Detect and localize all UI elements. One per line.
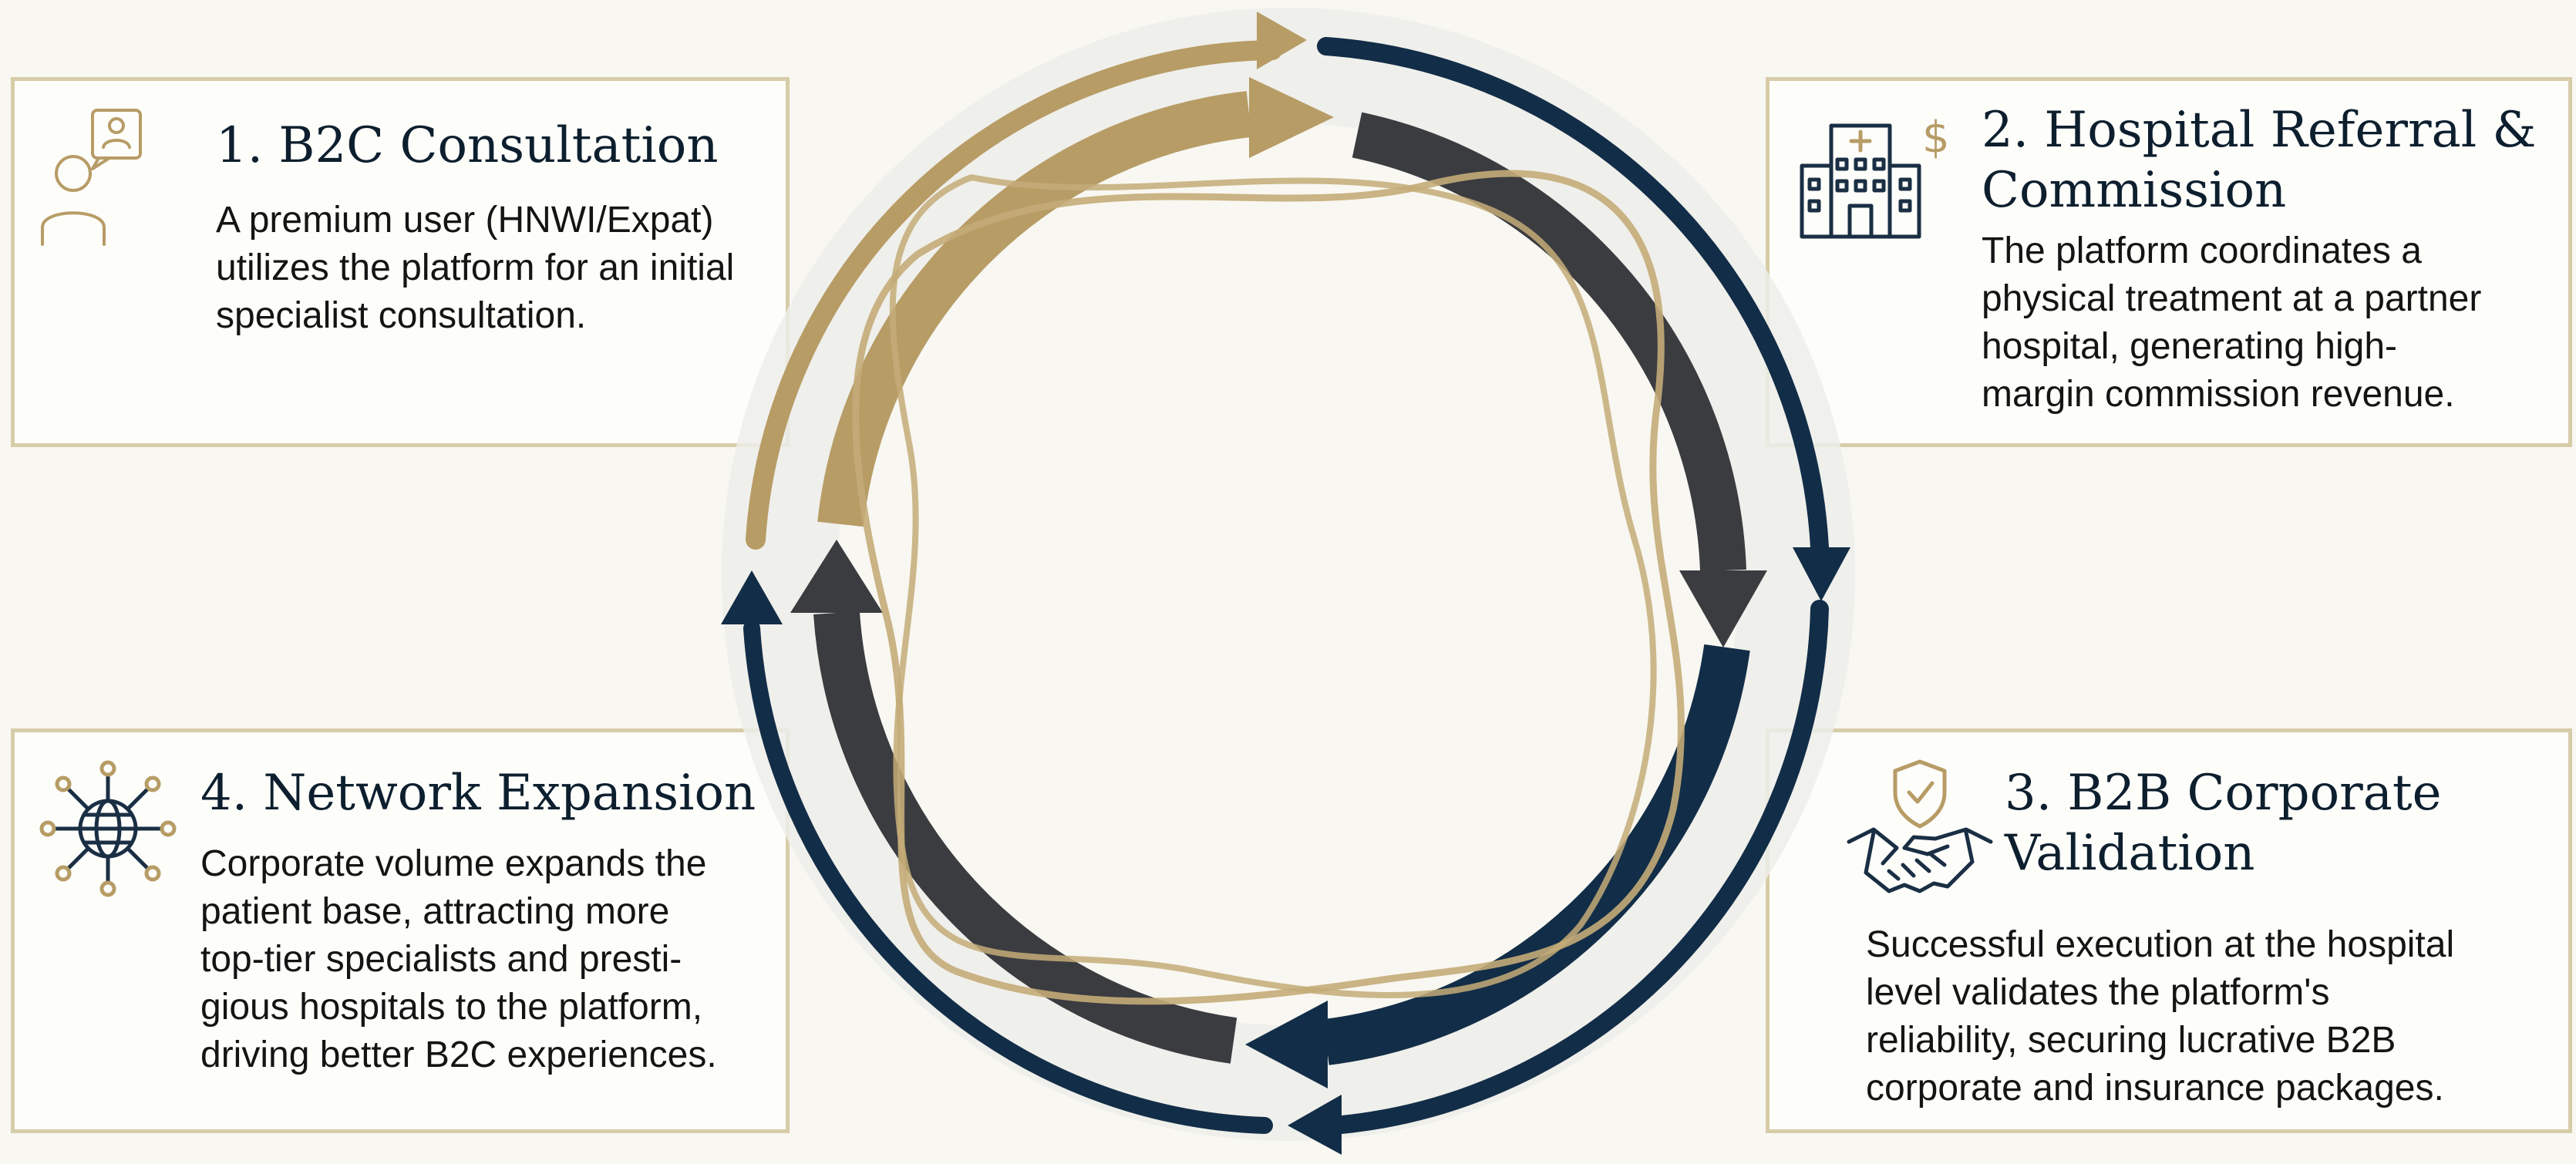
woven-thread-a: [852, 170, 1685, 1005]
outer-gold-arrowhead: [1257, 12, 1307, 69]
step-3-panel: [1766, 728, 2572, 1133]
svg-text:$: $: [1922, 113, 1947, 163]
step-4-title: 4. Network Expansion: [200, 765, 756, 822]
inner-navy-arc-bottom: [1323, 644, 1750, 1065]
outer-navy-arrowhead-left: [721, 570, 783, 624]
outer-navy-arrowhead-bottom: [1288, 1095, 1342, 1155]
inner-charcoal-arrowhead-right: [1679, 570, 1767, 648]
inner-charcoal-arrowhead-left: [790, 540, 883, 613]
step-4-description: Corporate volume expands the patient bas…: [200, 843, 717, 1075]
outer-navy-arrowhead-right: [1793, 547, 1850, 601]
handshake-shield-icon: [1843, 755, 1997, 898]
step-1-title: 1. B2C Consultation: [216, 117, 719, 174]
inner-charcoal-arc-left: [813, 611, 1237, 1064]
step-2-title: 2. Hospital Referral & Commission: [1982, 102, 2537, 219]
hospital-dollar-icon: $: [1793, 104, 1947, 243]
inner-charcoal-arc-right: [1352, 112, 1746, 572]
step-3-title: 3. B2B Corporate Validation: [2005, 765, 2442, 882]
step-3-description: Successful execution at the hospital lev…: [1866, 924, 2455, 1108]
inner-gold-arrowhead: [1249, 77, 1334, 158]
ring-background: [722, 8, 1855, 1141]
woven-thread-b: [889, 173, 1657, 998]
outer-navy-arc-left: [743, 620, 1273, 1134]
step-1-description: A premium user (HNWI/Expat) utilizes the…: [216, 200, 735, 336]
network-globe-icon: [39, 759, 177, 898]
inner-gold-arc: [817, 91, 1252, 527]
inner-navy-arrowhead-bottom: [1245, 1001, 1328, 1088]
outer-navy-arc-right: [1317, 37, 1829, 557]
outer-navy-arc-bottom: [1325, 600, 1829, 1135]
user-telemedicine-icon: [39, 104, 143, 251]
outer-gold-arc: [746, 40, 1282, 550]
step-2-panel: [1766, 77, 2572, 447]
step-2-description: The platform coordinates a physical trea…: [1982, 230, 2482, 415]
